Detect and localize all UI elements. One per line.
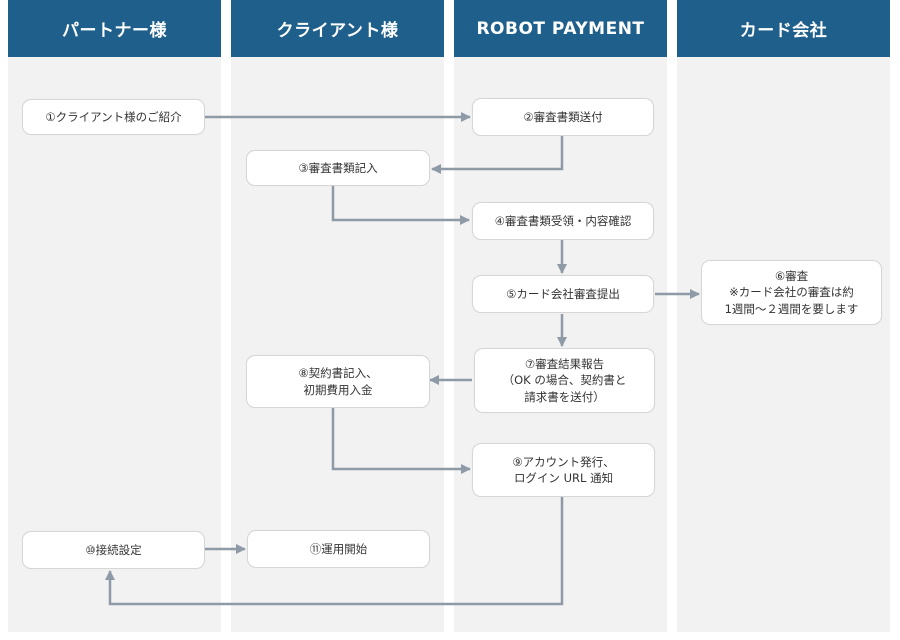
step-07-line-2: （OK の場合、契約書と <box>502 373 627 388</box>
step-06-line-3: 1週間〜２週間を要します <box>724 301 859 316</box>
step-08-line-2: 初期費用入金 <box>303 382 373 397</box>
lane-header-robot-payment: ROBOT PAYMENT <box>454 0 667 57</box>
lane-header-client: クライアント様 <box>231 0 444 57</box>
step-09-line-1: ⑨アカウント発行、 <box>512 454 615 469</box>
step-05-line-1: ⑤カード会社審査提出 <box>506 286 620 301</box>
step-07-line-3: 請求書を送付） <box>524 389 605 404</box>
step-08-contract-payment: ⑧契約書記入、 初期費用入金 <box>246 355 430 408</box>
step-11-line-1: ⑪運用開始 <box>309 541 368 556</box>
step-09-line-2: ログイン URL 通知 <box>513 471 614 485</box>
lane-header-partner: パートナー様 <box>8 0 221 57</box>
step-07-review-result: ⑦審査結果報告 （OK の場合、契約書と 請求書を送付） <box>474 348 655 413</box>
step-08-line-1: ⑧契約書記入、 <box>298 366 378 381</box>
step-06-review: ⑥審査 ※カード会社の審査は約 1週間〜２週間を要します <box>701 260 882 325</box>
step-04-line-1: ④審査書類受領・内容確認 <box>494 213 632 228</box>
step-06-line-1: ⑥審査 <box>774 269 809 284</box>
step-07-line-1: ⑦審査結果報告 <box>524 357 605 372</box>
lane-robot-payment: ROBOT PAYMENT <box>454 0 667 632</box>
step-05-submit-review: ⑤カード会社審査提出 <box>472 275 654 313</box>
step-06-line-2: ※カード会社の審査は約 <box>729 285 854 300</box>
step-10-connection-setup: ⑩接続設定 <box>22 531 205 569</box>
step-02-send-documents: ②審査書類送付 <box>472 98 654 136</box>
lane-header-card-company: カード会社 <box>677 0 890 57</box>
step-03-line-1: ③審査書類記入 <box>298 160 378 175</box>
step-01-client-referral: ①クライアント様のご紹介 <box>22 99 205 135</box>
step-10-line-1: ⑩接続設定 <box>85 542 142 557</box>
step-04-receive-documents: ④審査書類受領・内容確認 <box>472 202 654 240</box>
step-11-start-operation: ⑪運用開始 <box>247 530 430 568</box>
step-01-line-1: ①クライアント様のご紹介 <box>45 109 182 124</box>
step-02-line-1: ②審査書類送付 <box>523 109 603 124</box>
step-03-fill-documents: ③審査書類記入 <box>246 150 430 186</box>
step-09-account-issue: ⑨アカウント発行、 ログイン URL 通知 <box>472 443 655 497</box>
